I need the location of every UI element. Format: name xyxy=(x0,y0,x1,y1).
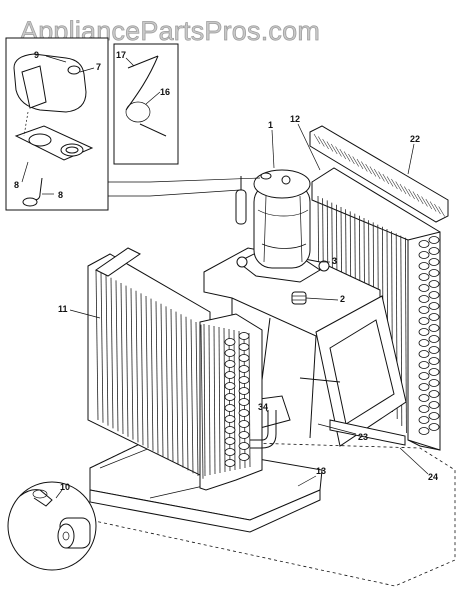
indoor-coil xyxy=(87,247,263,491)
compressor xyxy=(235,169,330,283)
callout-17: 17 xyxy=(116,50,126,60)
callout-13: 13 xyxy=(316,466,326,476)
callout-16: 16 xyxy=(160,87,170,97)
callout-3: 3 xyxy=(332,256,337,266)
inset-capacitor xyxy=(7,481,97,571)
grommet xyxy=(291,291,307,305)
callout-10: 10 xyxy=(60,482,70,492)
callout-34: 34 xyxy=(258,402,268,412)
callout-24: 24 xyxy=(428,472,438,482)
outdoor-coil xyxy=(311,167,441,451)
callout-12: 12 xyxy=(290,114,300,124)
callout-23: 23 xyxy=(358,432,368,442)
callout-labels: 9 7 17 16 8 8 1 12 22 3 2 11 34 23 24 13… xyxy=(14,50,438,492)
drain-tube xyxy=(250,410,277,449)
callout-8a: 8 xyxy=(14,180,19,190)
callout-8b: 8 xyxy=(58,190,63,200)
inset-leader xyxy=(108,177,261,197)
inset-fan-motor xyxy=(5,37,109,211)
callout-11: 11 xyxy=(58,304,68,314)
callout-2: 2 xyxy=(340,294,345,304)
callout-1: 1 xyxy=(268,120,273,130)
callout-7: 7 xyxy=(96,62,101,72)
callout-9: 9 xyxy=(34,50,39,60)
base-pan xyxy=(89,439,456,587)
top-cover-strip xyxy=(309,125,449,223)
leader-lines xyxy=(21,55,429,499)
callout-22: 22 xyxy=(410,134,420,144)
